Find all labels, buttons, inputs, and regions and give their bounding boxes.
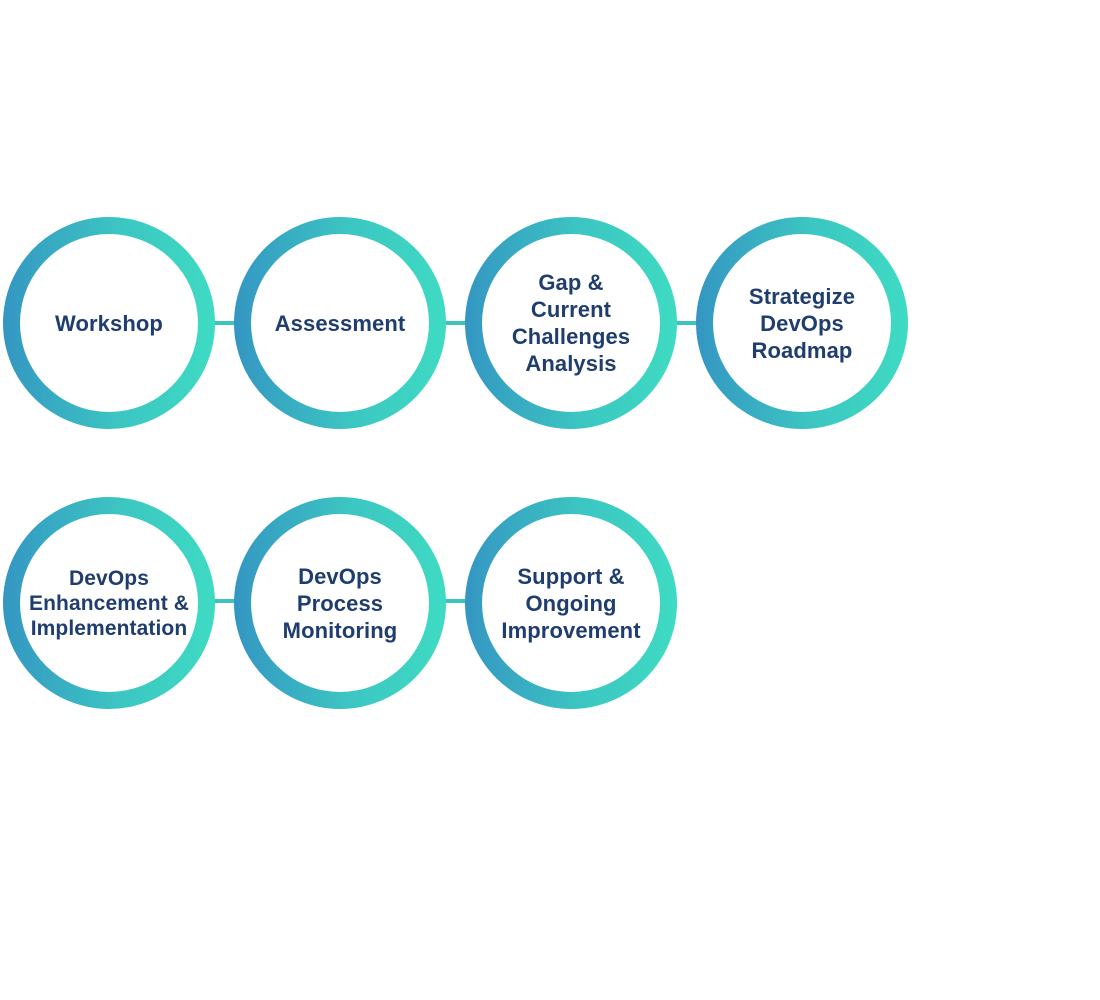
step-assessment-inner: Assessment (251, 234, 429, 412)
step-support-improvement-inner: Support & Ongoing Improvement (482, 514, 660, 692)
connector-gap-analysis-strategize (674, 321, 700, 325)
step-assessment: Assessment (234, 217, 446, 429)
step-gap-analysis-inner: Gap & Current Challenges Analysis (482, 234, 660, 412)
step-support-improvement: Support & Ongoing Improvement (465, 497, 677, 709)
step-enhancement-implementation: DevOps Enhancement & Implementation (3, 497, 215, 709)
step-strategize-roadmap-label: Strategize DevOps Roadmap (748, 283, 856, 363)
step-strategize-roadmap: Strategize DevOps Roadmap (696, 217, 908, 429)
step-process-monitoring-inner: DevOps Process Monitoring (251, 514, 429, 692)
step-workshop-label: Workshop (55, 310, 163, 336)
step-workshop-inner: Workshop (20, 234, 198, 412)
step-workshop: Workshop (3, 217, 215, 429)
connector-enhancement-monitoring (212, 599, 238, 603)
step-gap-analysis-label: Gap & Current Challenges Analysis (511, 270, 631, 376)
step-assessment-label: Assessment (274, 310, 406, 336)
step-process-monitoring: DevOps Process Monitoring (234, 497, 446, 709)
step-process-monitoring-label: DevOps Process Monitoring (282, 563, 398, 643)
step-strategize-roadmap-inner: Strategize DevOps Roadmap (713, 234, 891, 412)
step-support-improvement-label: Support & Ongoing Improvement (501, 563, 641, 643)
connector-workshop-assessment (212, 321, 238, 325)
connector-assessment-gap-analysis (443, 321, 469, 325)
connector-monitoring-support (443, 599, 469, 603)
step-enhancement-implementation-inner: DevOps Enhancement & Implementation (20, 514, 198, 692)
step-gap-analysis: Gap & Current Challenges Analysis (465, 217, 677, 429)
step-enhancement-implementation-label: DevOps Enhancement & Implementation (29, 566, 189, 640)
